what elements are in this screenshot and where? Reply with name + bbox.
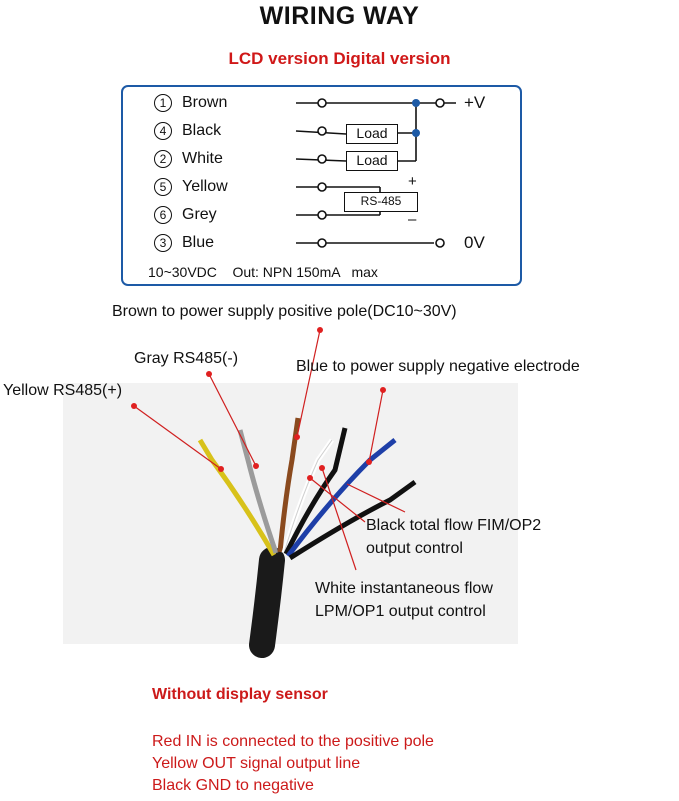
page-subtitle: LCD version Digital version [228, 49, 451, 68]
wire-name: White [182, 150, 223, 167]
wire-blue-row: 3 Blue [154, 234, 214, 252]
wire-name: Blue [182, 234, 215, 251]
wire-black-row: 4 Black [154, 122, 221, 140]
note-red-in: Red IN is connected to the positive pole [152, 733, 434, 750]
wire-name: Yellow [182, 178, 228, 195]
plus-v-label: +V [464, 93, 486, 112]
without-display-title: Without display sensor [152, 686, 328, 703]
note-yellow-out: Yellow OUT signal output line [152, 755, 361, 772]
callout-white-line1: White instantaneous flow [315, 580, 493, 597]
wire-number-badge: 1 [154, 94, 172, 112]
wire-number-badge: 6 [154, 206, 172, 224]
rs485-box: RS-485 [344, 192, 418, 212]
load-box-white: Load [346, 151, 398, 171]
wire-name: Black [182, 122, 222, 139]
callout-black-line2: output control [366, 540, 463, 557]
wire-brown-row: 1 Brown [154, 94, 227, 112]
load-box-black: Load [346, 124, 398, 144]
page-title: WIRING WAY [259, 2, 420, 30]
note-black-gnd: Black GND to negative [152, 777, 314, 794]
wire-white-row: 2 White [154, 150, 223, 168]
wire-number-badge: 4 [154, 122, 172, 140]
rs485-plus-sign: + [408, 173, 417, 190]
callout-white-line2: LPM/OP1 output control [315, 603, 486, 620]
schematic-footer: 10~30VDC Out: NPN 150mA max [148, 264, 378, 280]
zero-v-label: 0V [464, 233, 485, 252]
callout-black-line1: Black total flow FIM/OP2 [366, 517, 542, 534]
wire-name: Brown [182, 94, 228, 111]
callout-yellow: Yellow RS485(+) [3, 382, 123, 399]
wire-number-badge: 2 [154, 150, 172, 168]
wire-grey-row: 6 Grey [154, 206, 217, 224]
wire-name: Grey [182, 206, 217, 223]
callout-brown: Brown to power supply positive pole(DC10… [112, 303, 457, 320]
callout-blue: Blue to power supply negative electrode [296, 358, 580, 375]
rs485-minus-sign: – [408, 211, 417, 228]
wire-number-badge: 5 [154, 178, 172, 196]
wire-number-badge: 3 [154, 234, 172, 252]
wire-yellow-row: 5 Yellow [154, 178, 228, 196]
callout-gray: Gray RS485(-) [134, 350, 239, 367]
schematic-box [121, 85, 522, 286]
